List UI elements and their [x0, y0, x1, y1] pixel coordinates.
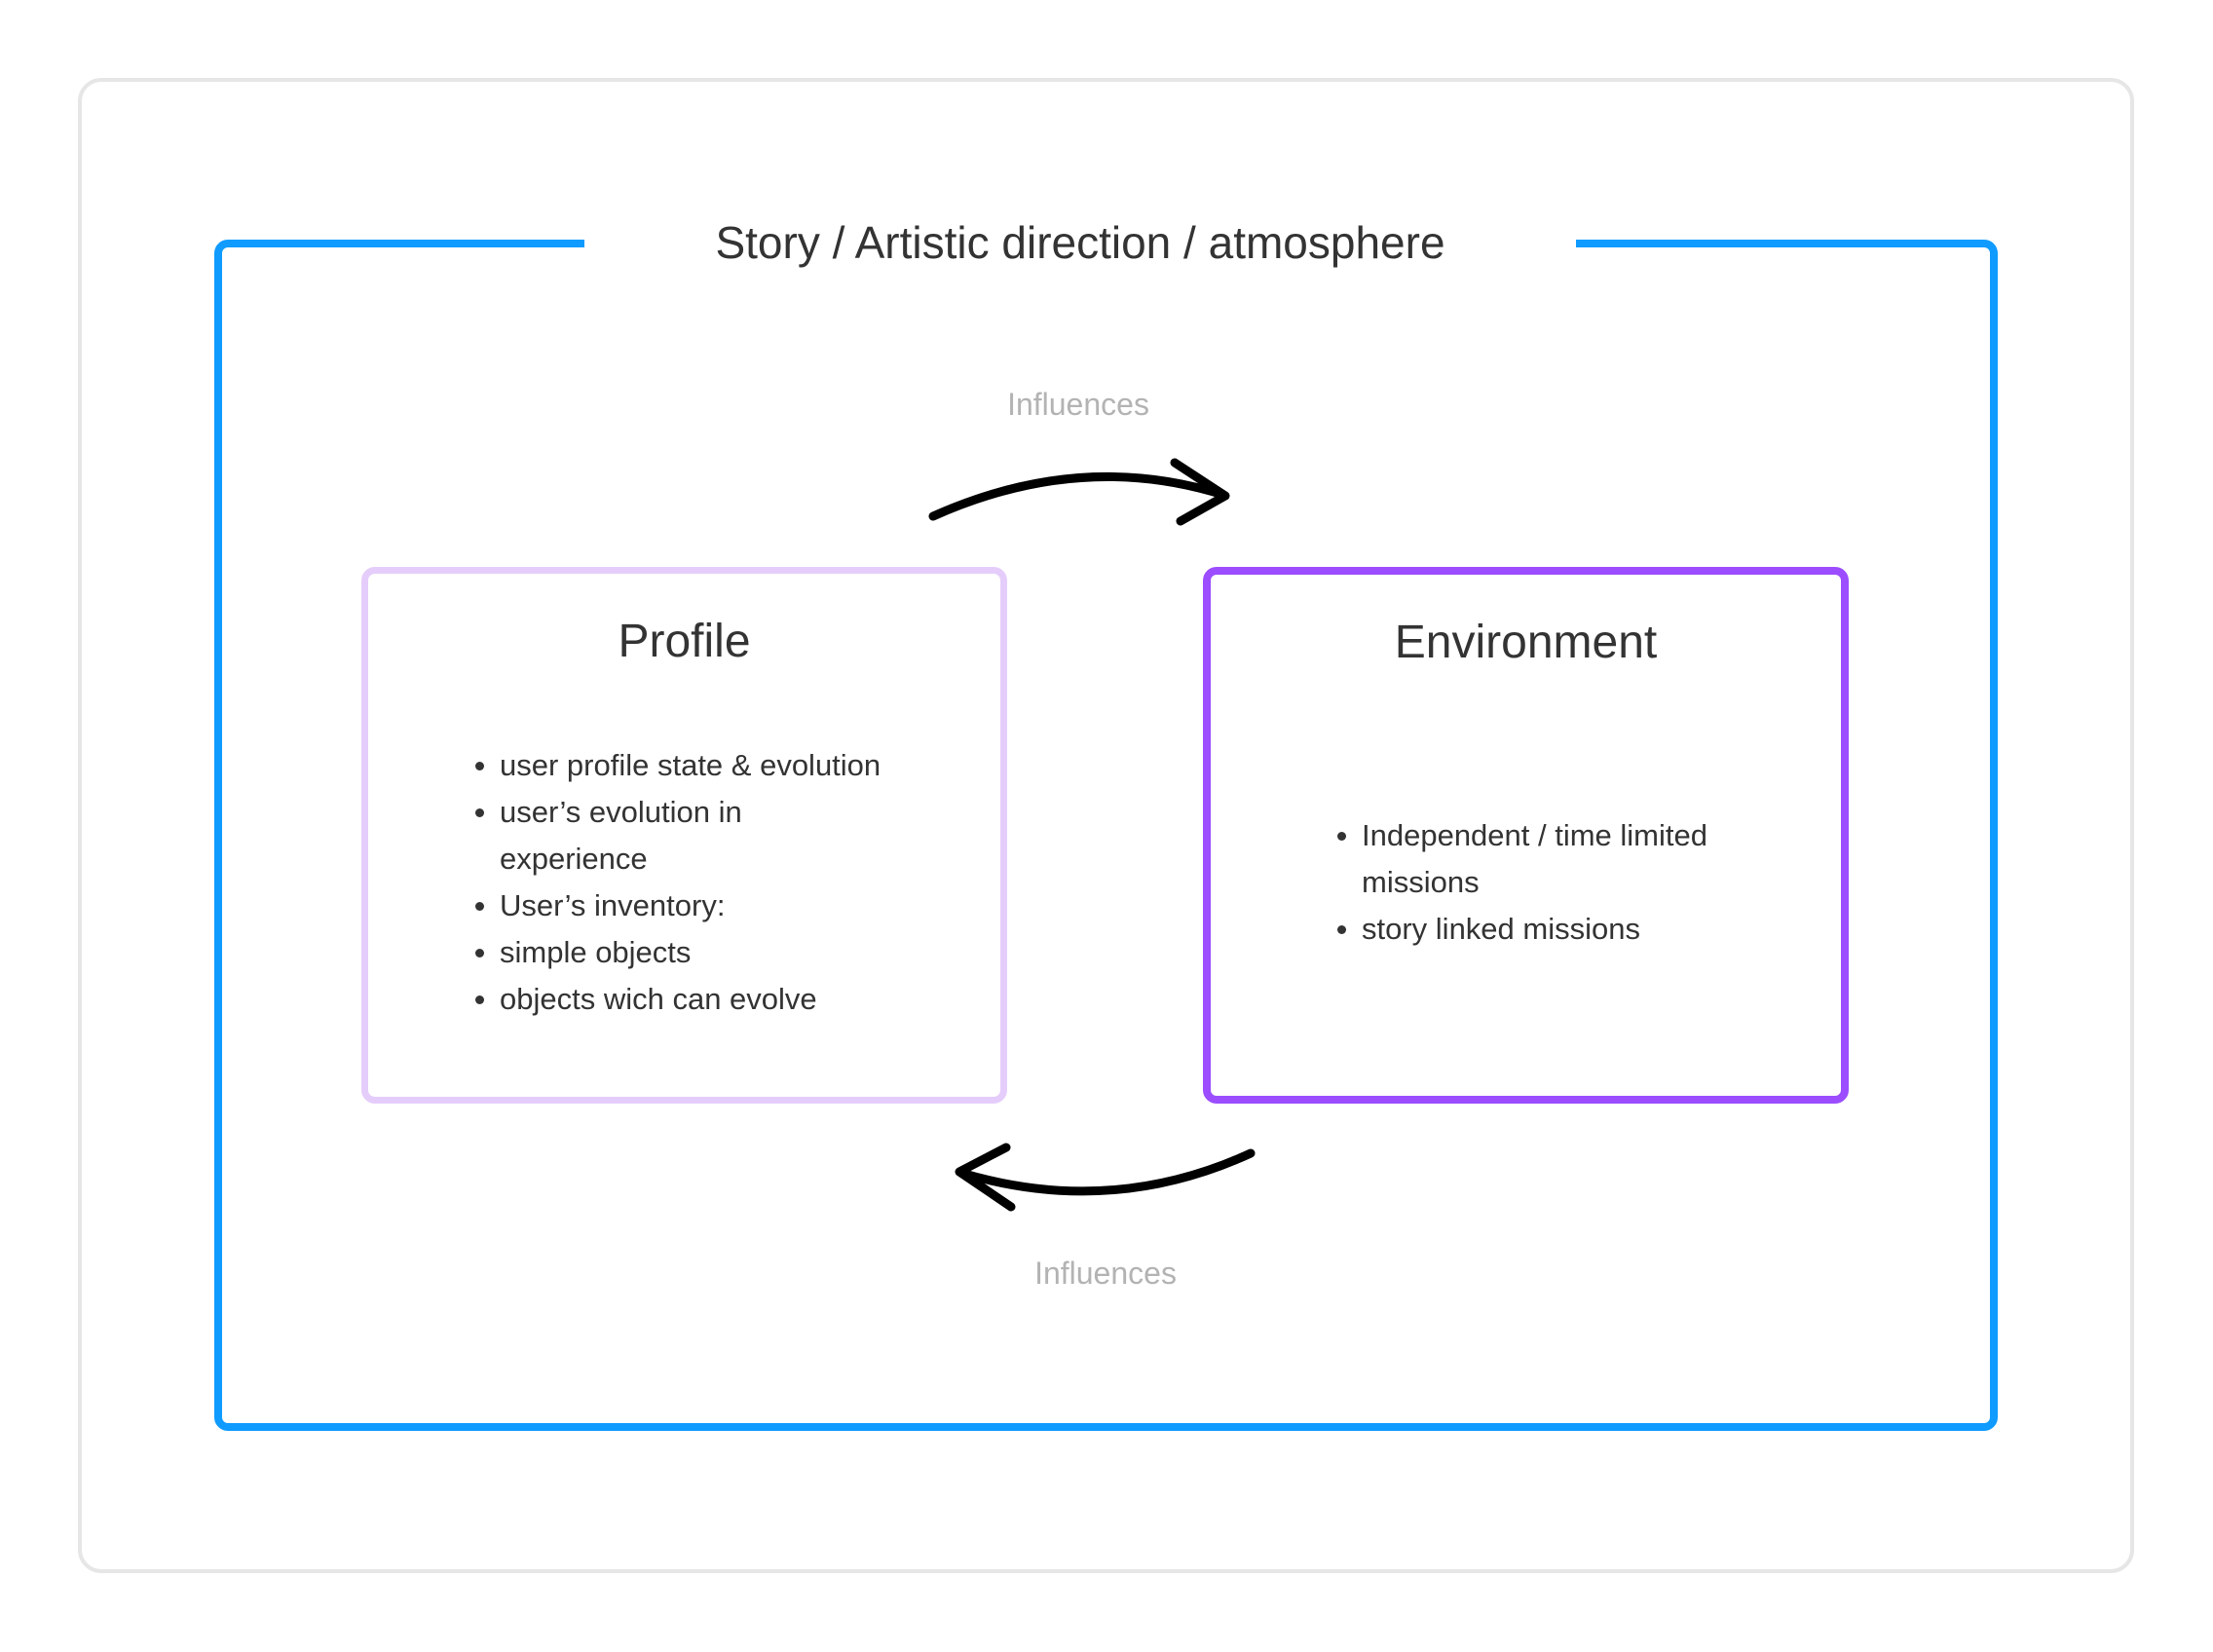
bullet-icon: [475, 808, 484, 817]
bullet-icon: [475, 762, 484, 770]
list-item: user’s evolution in experience: [475, 789, 881, 882]
list-item: Independent / time limited missions: [1337, 812, 1707, 906]
bullet-icon: [475, 902, 484, 911]
list-item-text: user’s evolution in: [500, 795, 742, 829]
bullet-icon: [475, 995, 484, 1004]
list-item-text: story linked missions: [1362, 912, 1640, 946]
list-item-text: objects wich can evolve: [500, 982, 817, 1016]
list-item-text: experience: [500, 842, 648, 876]
bullet-icon: [475, 949, 484, 957]
list-item: objects wich can evolve: [475, 976, 881, 1023]
environment-list: Independent / time limited missions story …: [1337, 812, 1707, 953]
influence-label-top: Influences: [1007, 387, 1149, 422]
bullet-icon: [1337, 925, 1346, 934]
list-item-text: Independent / time limited: [1362, 818, 1707, 852]
list-item: story linked missions: [1337, 906, 1707, 953]
list-item-text: User’s inventory:: [500, 888, 726, 922]
environment-title: Environment: [1394, 617, 1658, 668]
environment-box: Environment Independent / time limited mi…: [1203, 567, 1849, 1104]
list-item: user profile state & evolution: [475, 742, 881, 789]
profile-list: user profile state & evolution user’s evo…: [475, 742, 881, 1023]
list-item-text: user profile state & evolution: [500, 748, 881, 782]
profile-title: Profile: [618, 616, 751, 667]
frame-title: Story / Artistic direction / atmosphere: [584, 219, 1576, 272]
list-item: simple objects: [475, 929, 881, 976]
influence-label-bottom: Influences: [1034, 1256, 1177, 1291]
list-item-text: missions: [1362, 865, 1480, 899]
list-item: User’s inventory:: [475, 882, 881, 929]
list-item-text: simple objects: [500, 935, 692, 969]
bullet-icon: [1337, 832, 1346, 841]
